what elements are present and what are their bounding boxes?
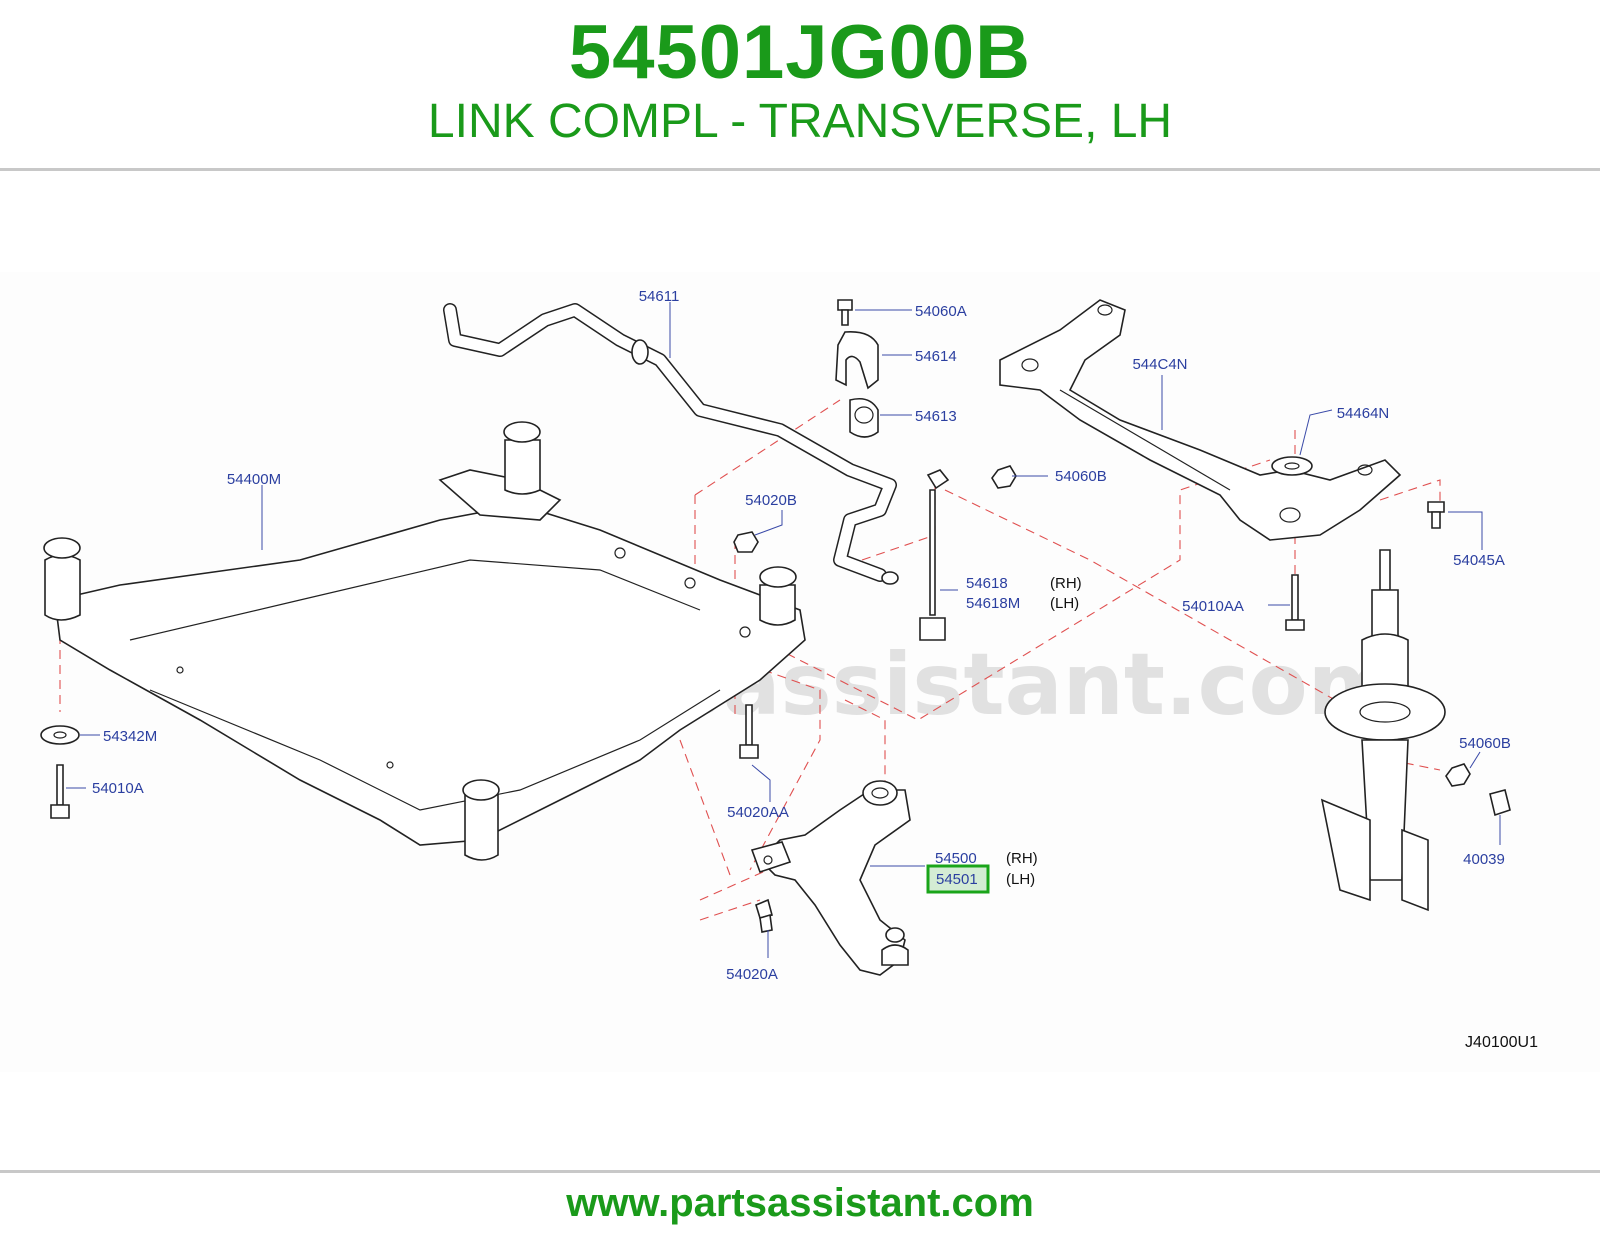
washer-54464N xyxy=(1271,456,1313,476)
footer-divider xyxy=(0,1170,1600,1173)
label-54060A[interactable]: 54060A xyxy=(915,303,967,320)
part-number-title: 54501JG00B xyxy=(568,10,1032,95)
diagram-code: J40100U1 xyxy=(1465,1034,1538,1051)
label-lh-54501: (LH) xyxy=(1006,871,1035,888)
label-54611[interactable]: 54611 xyxy=(639,288,680,305)
footer-url-link[interactable]: www.partsassistant.com xyxy=(566,1181,1034,1225)
label-rh-54618: (RH) xyxy=(1050,575,1082,592)
label-54020A[interactable]: 54020A xyxy=(726,966,778,983)
label-54618[interactable]: 54618 xyxy=(966,575,1008,592)
label-54045A[interactable]: 54045A xyxy=(1453,552,1505,569)
bracket-54614 xyxy=(835,330,879,390)
label-54614[interactable]: 54614 xyxy=(915,348,957,365)
label-lh-54618M: (LH) xyxy=(1050,595,1079,612)
clamp-bolt-54060A xyxy=(837,299,853,326)
part-description: LINK COMPL - TRANSVERSE, LH xyxy=(427,95,1173,148)
part-40039 xyxy=(1489,789,1511,817)
member-544C4N xyxy=(999,299,1402,541)
nut-54060B-top xyxy=(991,465,1017,489)
subframe-54400M xyxy=(43,421,806,861)
header-divider xyxy=(0,168,1600,171)
label-54060B-right[interactable]: 54060B xyxy=(1459,735,1511,752)
label-54010A[interactable]: 54010A xyxy=(92,780,144,797)
label-54613[interactable]: 54613 xyxy=(915,408,957,425)
washer-54342M xyxy=(40,725,80,745)
parts-diagram: www.partsassistant.com xyxy=(40,288,1538,1051)
parts-diagram-area: www.partsassistant.com xyxy=(0,272,1600,1072)
label-54501[interactable]: 54501 xyxy=(936,871,978,888)
label-rh-54500: (RH) xyxy=(1006,850,1038,867)
bolt-54010A xyxy=(50,764,70,819)
label-54020B[interactable]: 54020B xyxy=(745,492,797,509)
label-54500[interactable]: 54500 xyxy=(935,850,977,867)
leader-lines xyxy=(66,302,1501,958)
label-54060B-top[interactable]: 54060B xyxy=(1055,468,1107,485)
page-header: 54501JG00B LINK COMPL - TRANSVERSE, LH xyxy=(0,0,1600,168)
label-54618M[interactable]: 54618M xyxy=(966,595,1020,612)
label-40039[interactable]: 40039 xyxy=(1463,851,1505,868)
bolt-54010AA xyxy=(1285,574,1305,631)
label-54464N[interactable]: 54464N xyxy=(1337,405,1390,422)
nut-54020B xyxy=(733,531,759,553)
bolt-54020AA xyxy=(739,704,759,759)
label-54342M[interactable]: 54342M xyxy=(103,728,157,745)
highlight-box-54501 xyxy=(926,864,990,894)
connecting-rod-54618 xyxy=(881,469,950,641)
bolt-54020A xyxy=(755,898,773,933)
bolt-54045A xyxy=(1427,501,1445,529)
bushing-54613 xyxy=(849,397,879,438)
nut-54060B-right xyxy=(1445,763,1471,787)
label-54010AA[interactable]: 54010AA xyxy=(1182,598,1244,615)
strut-assembly xyxy=(1320,549,1446,912)
label-544C4N[interactable]: 544C4N xyxy=(1132,356,1187,373)
part-labels: 54611 54060A 54614 54613 544C4N 54464N 5… xyxy=(92,288,1538,1051)
label-54020AA[interactable]: 54020AA xyxy=(727,804,789,821)
stabilizer-bar-54611 xyxy=(443,303,897,582)
transverse-link-54501 xyxy=(750,780,911,976)
label-54400M[interactable]: 54400M xyxy=(227,471,281,488)
